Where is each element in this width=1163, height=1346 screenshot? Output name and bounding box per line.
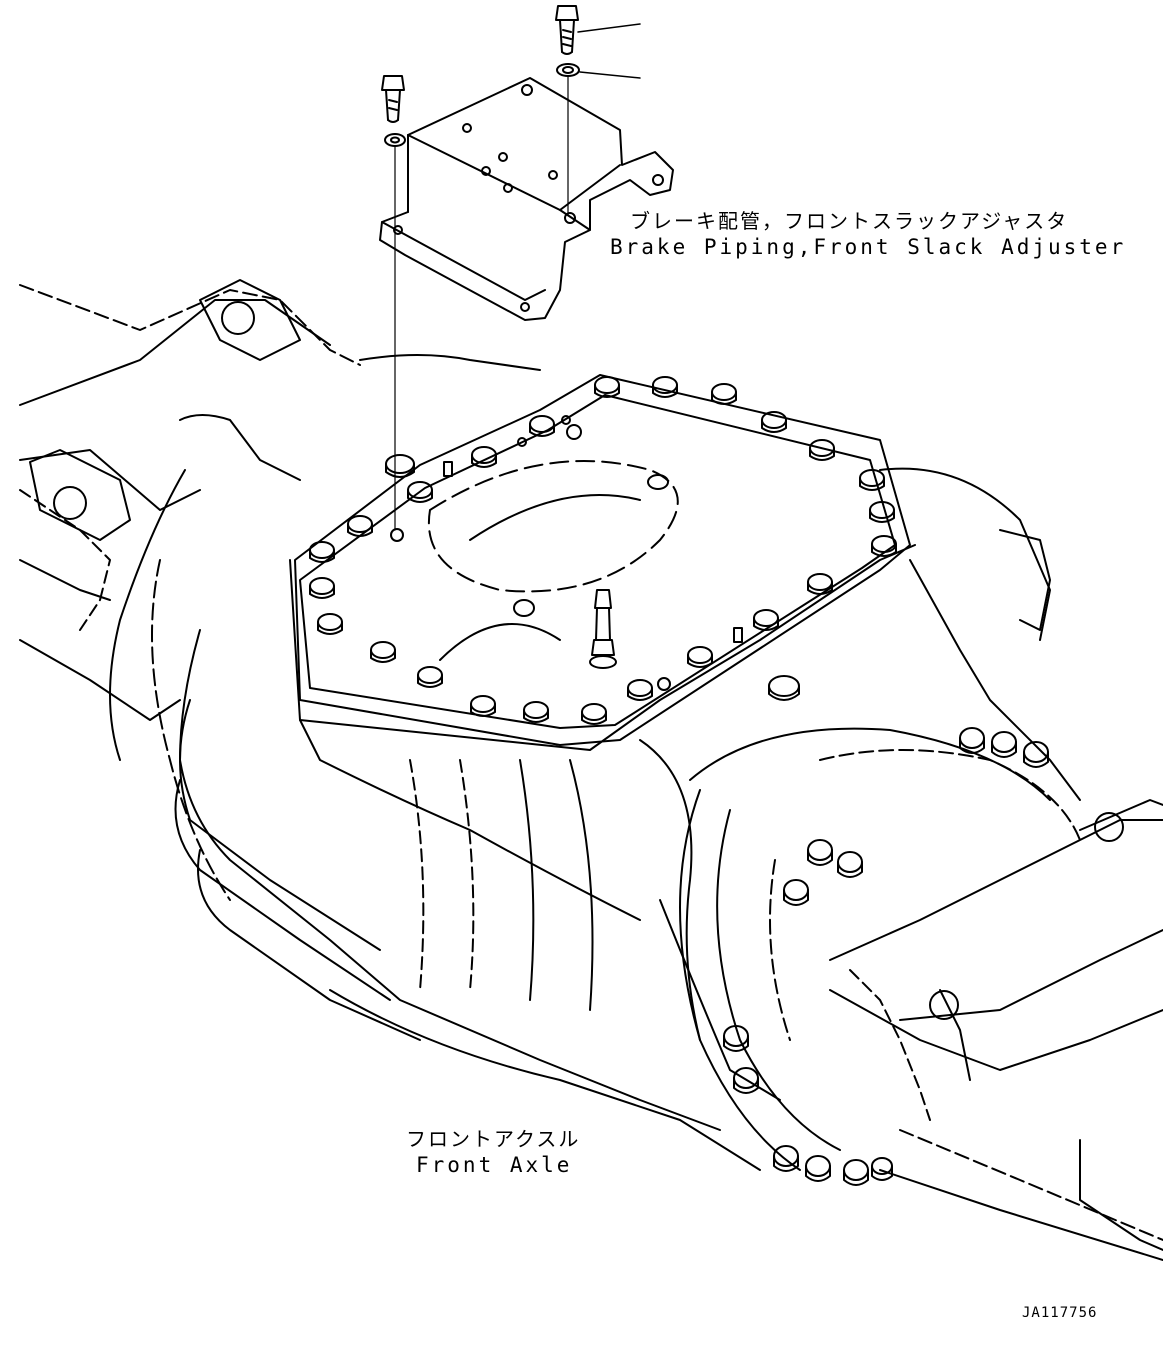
- hub-bolts: [723, 727, 1049, 1186]
- bracket-part: [379, 77, 674, 321]
- bolt-top-part: [555, 5, 579, 55]
- cover-plate: [294, 374, 911, 746]
- slack-adjuster-fitting: [443, 461, 743, 669]
- drawing-code: JA117756: [1022, 1305, 1098, 1321]
- washer-top-part: [556, 63, 580, 77]
- axle-right-arm: [829, 799, 1163, 1261]
- axle-housing-body: [109, 354, 916, 1171]
- front-axle-label-en: Front Axle: [416, 1153, 573, 1177]
- brake-piping-label-jp: ブレーキ配管，フロントスラックアジャスタ: [630, 209, 1069, 233]
- washer-left-part: [384, 133, 406, 147]
- callout-leader-washer: [579, 71, 641, 79]
- wheel-hub: [679, 467, 1081, 1171]
- callout-leader-bolt: [577, 23, 641, 33]
- brake-piping-label-en: Brake Piping,Front Slack Adjuster: [610, 235, 1127, 259]
- axle-left-arm: [19, 279, 361, 721]
- bolt-left-part: [381, 75, 405, 123]
- cover-bolts: [309, 376, 897, 725]
- front-axle-label-jp: フロントアクスル: [406, 1127, 581, 1151]
